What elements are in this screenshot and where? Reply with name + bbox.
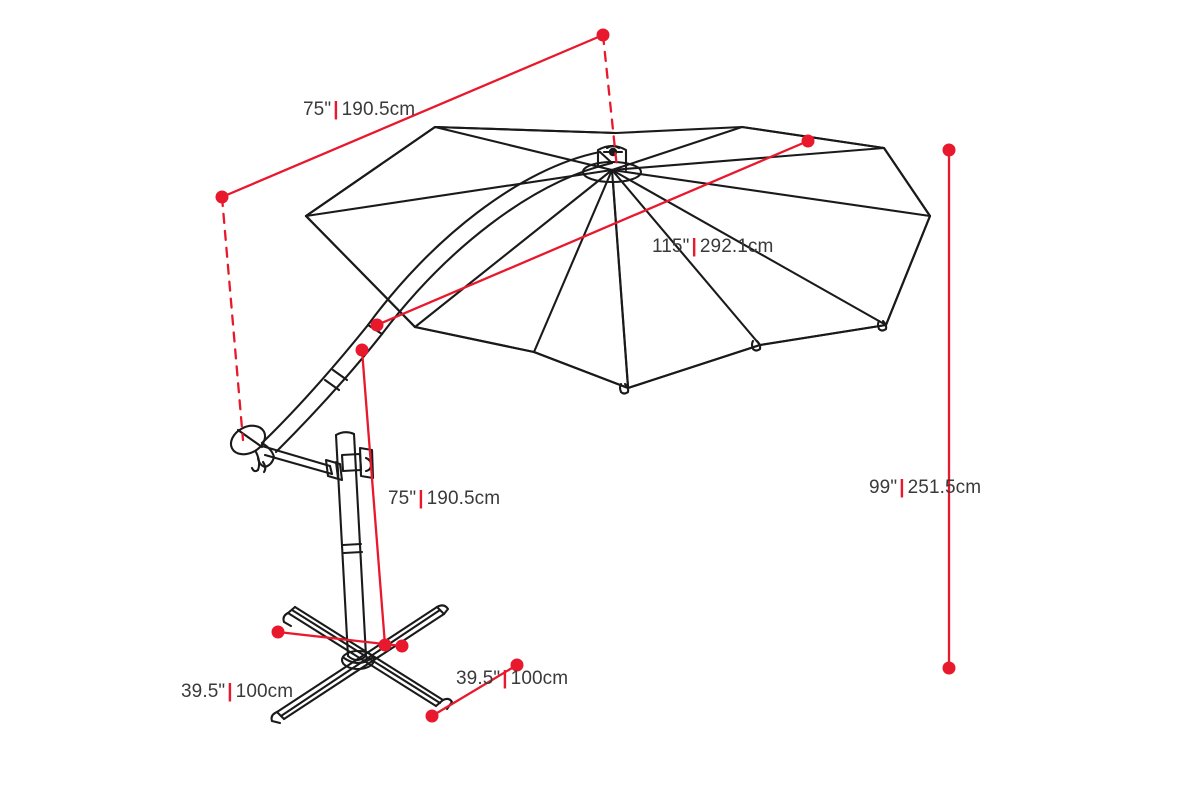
dimension-imperial-2: 75"	[388, 488, 417, 509]
extension-line-canopy-left	[220, 195, 245, 442]
dimension-line-canopy-span	[220, 33, 605, 199]
endpoint-dot-base-left-start	[271, 625, 285, 639]
dimension-line-canopy-diagonal	[375, 139, 810, 327]
cross-base	[270, 604, 454, 725]
endpoint-dot-canopy-left	[215, 190, 229, 204]
endpoint-dot-height-bottom	[942, 661, 956, 675]
dimension-label-base-left: 39.5"|100cm	[181, 681, 293, 703]
dimension-imperial-5: 39.5"	[456, 668, 501, 689]
dimension-metric-2: 190.5cm	[426, 488, 501, 509]
dimension-label-base-right: 39.5"|100cm	[456, 668, 568, 690]
endpoint-dot-canopy-top	[596, 28, 610, 42]
dimension-metric-3: 251.5cm	[907, 477, 982, 498]
endpoint-dot-diagonal-left	[370, 318, 384, 332]
dimension-separator-3: |	[899, 477, 905, 498]
dimension-metric-4: 100cm	[235, 681, 294, 702]
endpoint-dot-pole-top	[355, 343, 369, 357]
dimension-imperial-4: 39.5"	[181, 681, 226, 702]
endpoint-dot-height-top	[942, 143, 956, 157]
dimension-separator-1: |	[691, 236, 697, 257]
dimension-label-overall-height: 99"|251.5cm	[869, 477, 981, 499]
dimension-metric-0: 190.5cm	[341, 99, 416, 120]
dimension-line-base-right	[430, 663, 519, 718]
dimension-metric-1: 292.1cm	[699, 236, 774, 257]
umbrella-pole	[334, 431, 375, 662]
dimension-separator-4: |	[227, 681, 233, 702]
dimension-imperial-1: 115"	[652, 236, 690, 257]
dimension-line-pole-height	[360, 348, 387, 647]
dimension-separator-0: |	[333, 99, 339, 120]
dimension-imperial-0: 75"	[303, 99, 332, 120]
dimension-label-canopy-span: 75"|190.5cm	[303, 99, 415, 121]
dimension-separator-2: |	[418, 488, 424, 509]
endpoint-dot-diagonal-right	[801, 134, 815, 148]
support-strut	[260, 444, 344, 482]
dimension-label-pole-height: 75"|190.5cm	[388, 488, 500, 510]
extension-line-canopy-top	[601, 33, 619, 170]
dimension-label-canopy-diagonal: 115"|292.1cm	[652, 236, 773, 258]
dimension-separator-5: |	[502, 668, 508, 689]
dimension-endpoint-dots	[215, 28, 956, 723]
endpoint-dot-base-right-end	[425, 709, 439, 723]
endpoint-dot-base-right-start	[510, 658, 524, 672]
endpoint-dot-base-left-end	[395, 639, 409, 653]
cantilever-arm	[260, 150, 614, 454]
dimension-imperial-3: 99"	[869, 477, 898, 498]
dimension-metric-5: 100cm	[510, 668, 569, 689]
endpoint-dot-pole-bottom	[378, 638, 392, 652]
arm-pivot-hinge	[229, 424, 276, 474]
